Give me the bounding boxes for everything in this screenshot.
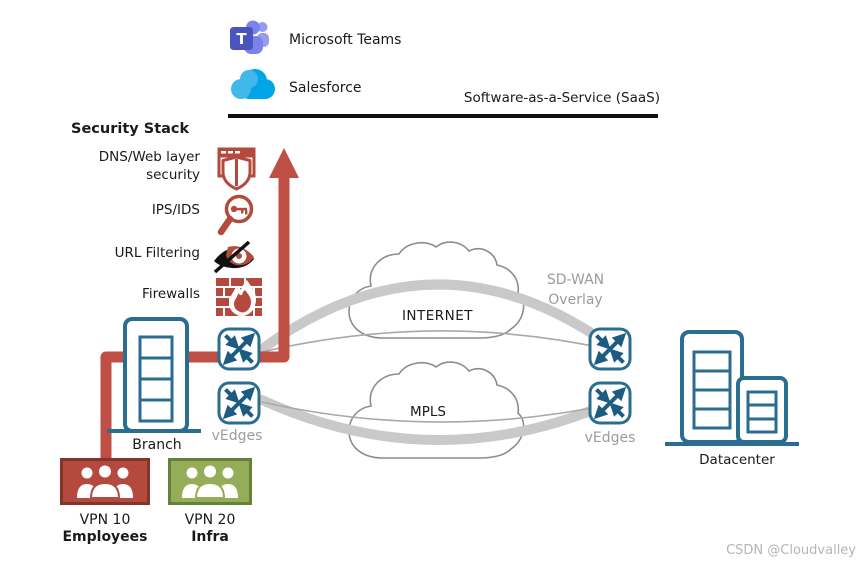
datacenter-vedges-label: vEdges xyxy=(584,430,636,446)
security-path-arrow xyxy=(100,148,299,462)
security-item-label-ips: IPS/IDS xyxy=(151,202,200,218)
internet-tunnel-thin xyxy=(261,330,613,353)
branch-building-icon xyxy=(102,313,206,439)
firewall-brick-flame-icon xyxy=(216,278,262,320)
vpn10-id-label: VPN 10 xyxy=(79,512,131,528)
security-stack-title: Security Stack xyxy=(71,121,190,137)
internet-cloud-label: INTERNET xyxy=(401,308,474,324)
mpls-tunnel-thin xyxy=(261,401,613,423)
arrowhead-up xyxy=(269,148,299,178)
security-item-label-url: URL Filtering xyxy=(114,245,200,261)
security-item-label-dns: DNS/Web layer security xyxy=(40,149,200,185)
saas-title: Software-as-a-Service (SaaS) xyxy=(463,90,660,106)
internet-tunnel-thick xyxy=(257,279,617,354)
datacenter-buildings-icon xyxy=(662,326,802,450)
dns-label-line1: DNS/Web layer xyxy=(98,149,200,165)
salesforce-label: Salesforce xyxy=(289,80,362,96)
people-group-icon xyxy=(182,463,238,499)
dns-label-line2: security xyxy=(146,166,200,183)
url-filtering-eye-icon xyxy=(210,237,258,279)
people-group-icon xyxy=(77,463,133,499)
branch-vedge-router-icon-1 xyxy=(217,327,261,371)
datacenter-label: Datacenter xyxy=(699,452,775,468)
sdwan-overlay-label: SD-WAN Overlay xyxy=(533,271,618,310)
watermark: CSDN @Cloudvalley xyxy=(726,543,856,558)
ips-ids-magnifier-key-icon xyxy=(212,192,258,240)
vpn20-infra-box xyxy=(168,458,252,505)
microsoft-teams-icon: T xyxy=(229,16,271,62)
microsoft-teams-label: Microsoft Teams xyxy=(289,32,402,48)
branch-vedge-router-icon-2 xyxy=(217,381,261,425)
security-item-label-firewalls: Firewalls xyxy=(142,286,200,302)
sdwan-overlay-tunnels xyxy=(257,279,617,445)
mpls-cloud-label: MPLS xyxy=(410,404,446,420)
vpn10-name-label: Employees xyxy=(62,529,148,545)
sdwan-overlay-line1: SD-WAN xyxy=(546,272,605,288)
branch-label: Branch xyxy=(132,437,182,453)
branch-vedges-label: vEdges xyxy=(211,428,263,444)
datacenter-vedge-router-icon-2 xyxy=(588,381,632,425)
teams-letter: T xyxy=(236,30,247,48)
mpls-tunnel-thick xyxy=(257,395,617,445)
vpn20-id-label: VPN 20 xyxy=(184,512,236,528)
vpn10-employees-box xyxy=(60,458,150,505)
datacenter-vedge-router-icon-1 xyxy=(588,327,632,371)
web-security-shield-icon xyxy=(214,146,258,192)
saas-underline xyxy=(228,114,658,118)
sdwan-overlay-line2: Overlay xyxy=(548,291,603,308)
salesforce-icon xyxy=(227,66,277,106)
vpn20-name-label: Infra xyxy=(191,529,229,545)
